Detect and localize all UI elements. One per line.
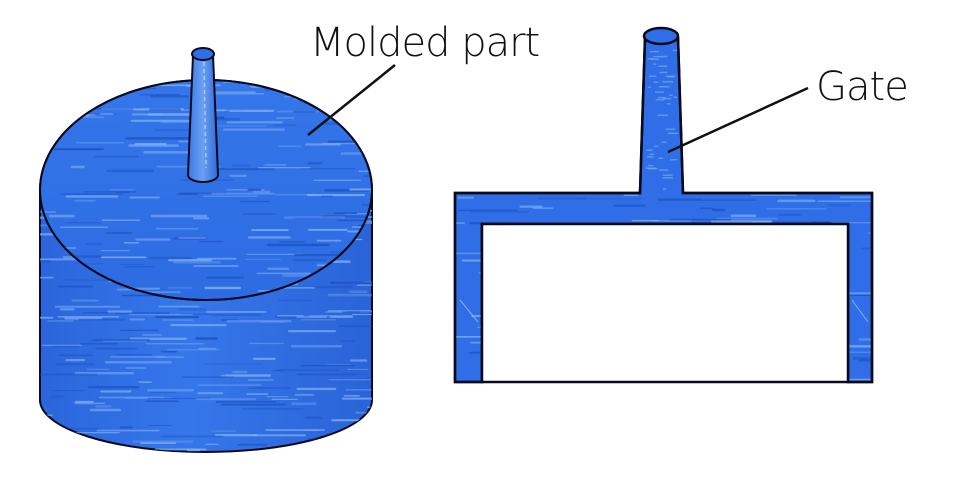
molded-part-label: Molded part [310, 20, 539, 66]
section-cavity [480, 222, 850, 384]
gate-leader-line [667, 86, 809, 154]
molded-part-leader-line [307, 64, 396, 136]
molded-part-callout: Molded part [307, 20, 540, 136]
gate-callout: Gate [667, 64, 909, 154]
molded-part-section [453, 26, 874, 384]
sprue-3d [186, 47, 220, 183]
gate-label: Gate [816, 64, 908, 110]
molded-part-3d [39, 47, 373, 453]
gate-top [642, 26, 680, 46]
